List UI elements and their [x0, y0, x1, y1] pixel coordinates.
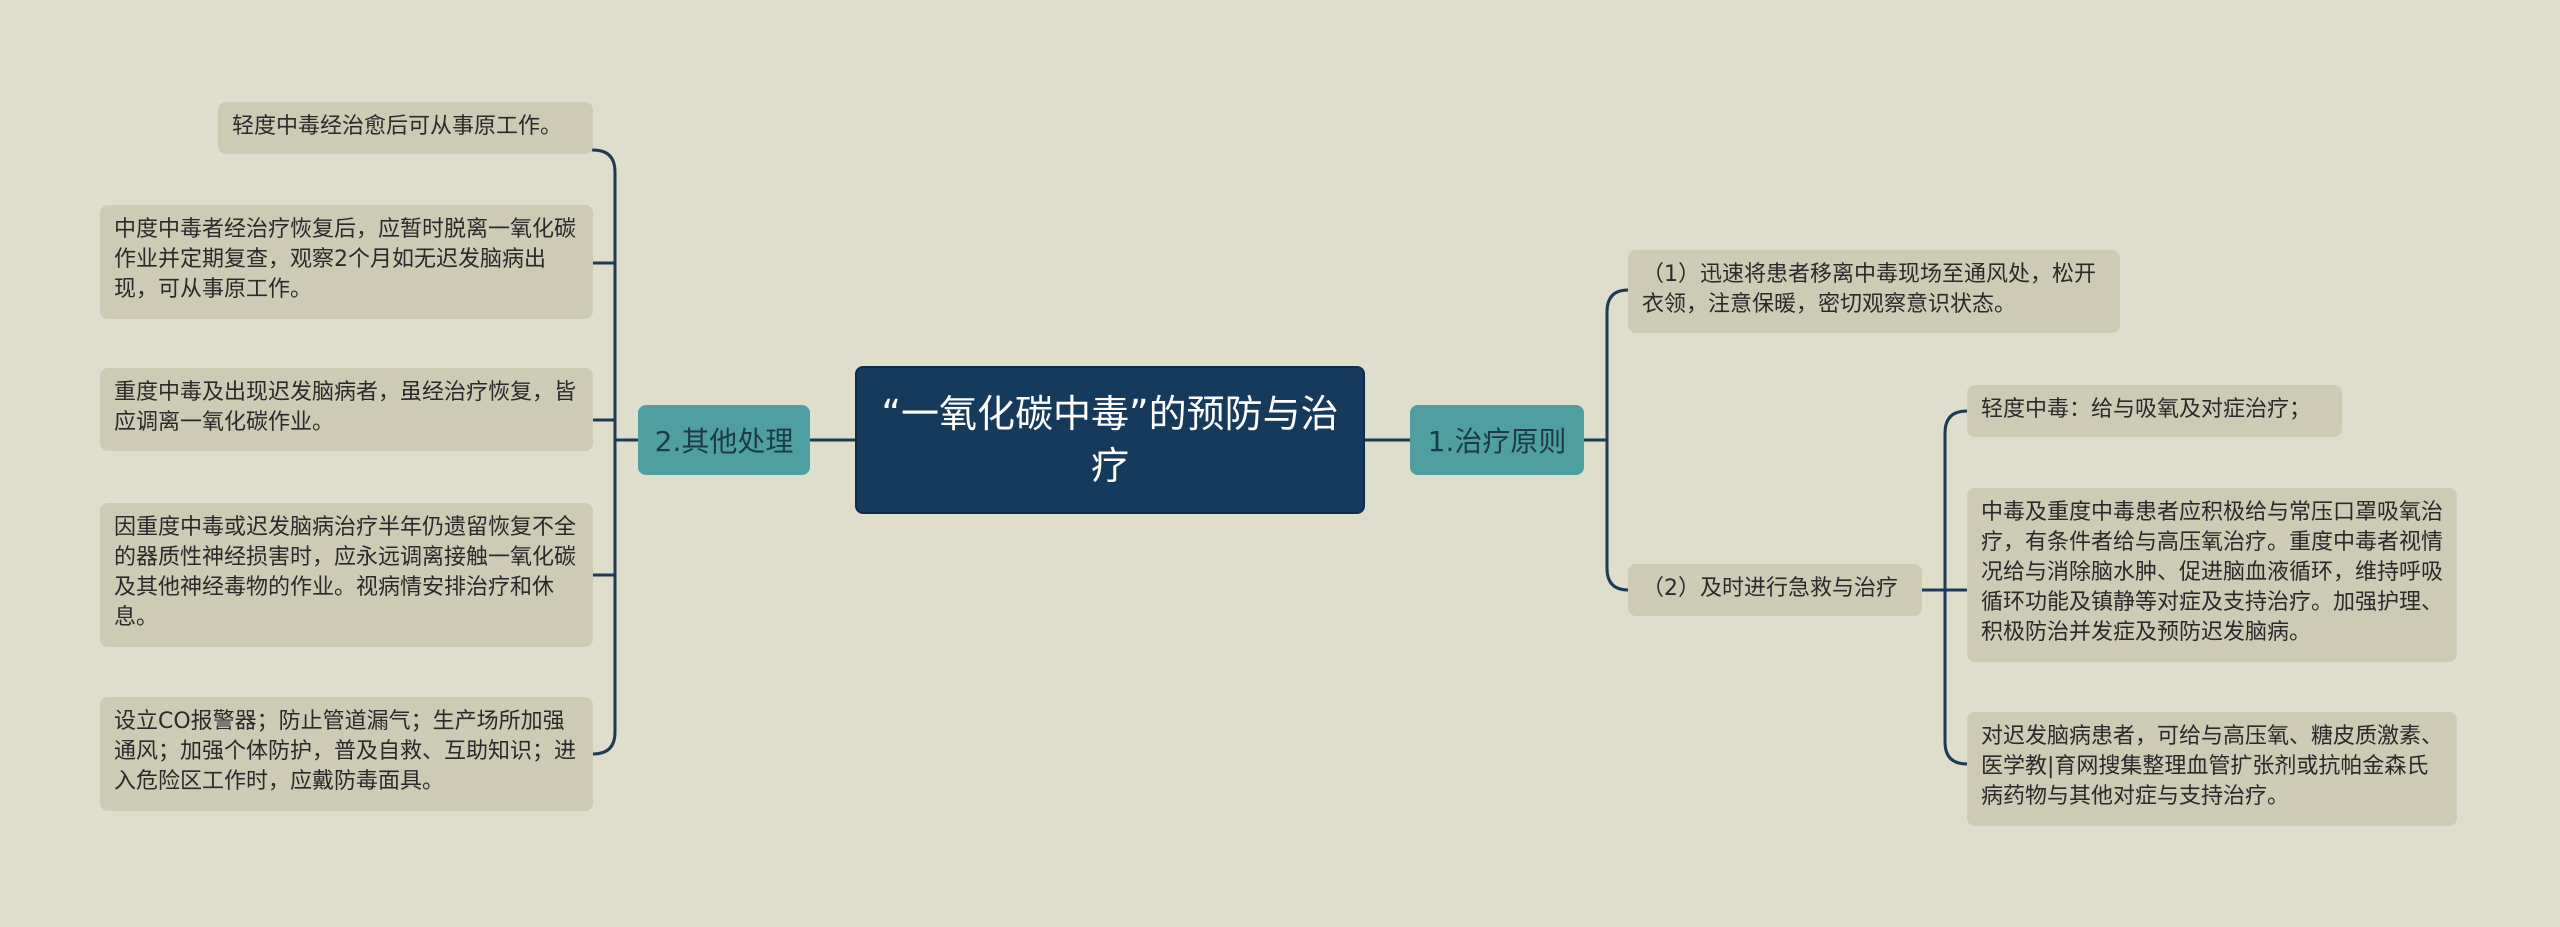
leaf-first-aid[interactable]: （2）及时进行急救与治疗 — [1628, 564, 1922, 616]
leaf-severe-transfer[interactable]: 重度中毒及出现迟发脑病者，虽经治疗恢复，皆应调离一氧化碳作业。 — [100, 368, 593, 451]
leaf-mild-recovery-text: 轻度中毒经治愈后可从事原工作。 — [232, 114, 563, 139]
root-topic-title: “一氧化碳中毒”的预防与治疗 — [881, 392, 1339, 488]
leaf-permanent-transfer[interactable]: 因重度中毒或迟发脑病治疗半年仍遗留恢复不全的器质性神经损害时，应永远调离接触一氧… — [100, 503, 593, 647]
leaf-severe-transfer-text: 重度中毒及出现迟发脑病者，虽经治疗恢复，皆应调离一氧化碳作业。 — [114, 380, 577, 435]
branch-other-handling[interactable]: 2.其他处理 — [638, 405, 810, 475]
leaf-mild-poisoning-text: 轻度中毒：给与吸氧及对症治疗； — [1981, 397, 2312, 422]
branch-treatment-principles[interactable]: 1.治疗原则 — [1410, 405, 1584, 475]
leaf-prevention-text: 设立CO报警器；防止管道漏气；生产场所加强通风；加强个体防护，普及自救、互助知识… — [114, 709, 577, 794]
leaf-severe-poisoning[interactable]: 中毒及重度中毒患者应积极给与常压口罩吸氧治疗，有条件者给与高压氧治疗。重度中毒者… — [1967, 488, 2457, 662]
leaf-mild-recovery[interactable]: 轻度中毒经治愈后可从事原工作。 — [218, 102, 593, 154]
leaf-evacuate[interactable]: （1）迅速将患者移离中毒现场至通风处，松开衣领，注意保暖，密切观察意识状态。 — [1628, 250, 2120, 333]
leaf-first-aid-text: （2）及时进行急救与治疗 — [1642, 576, 1898, 601]
leaf-moderate-recovery-text: 中度中毒者经治疗恢复后，应暂时脱离一氧化碳作业并定期复查，观察2个月如无迟发脑病… — [114, 217, 577, 302]
root-topic[interactable]: “一氧化碳中毒”的预防与治疗 — [855, 366, 1365, 514]
leaf-moderate-recovery[interactable]: 中度中毒者经治疗恢复后，应暂时脱离一氧化碳作业并定期复查，观察2个月如无迟发脑病… — [100, 205, 593, 319]
leaf-evacuate-text: （1）迅速将患者移离中毒现场至通风处，松开衣领，注意保暖，密切观察意识状态。 — [1642, 262, 2096, 317]
leaf-mild-poisoning[interactable]: 轻度中毒：给与吸氧及对症治疗； — [1967, 385, 2342, 437]
leaf-permanent-transfer-text: 因重度中毒或迟发脑病治疗半年仍遗留恢复不全的器质性神经损害时，应永远调离接触一氧… — [114, 515, 577, 630]
leaf-prevention[interactable]: 设立CO报警器；防止管道漏气；生产场所加强通风；加强个体防护，普及自救、互助知识… — [100, 697, 593, 811]
leaf-severe-poisoning-text: 中毒及重度中毒患者应积极给与常压口罩吸氧治疗，有条件者给与高压氧治疗。重度中毒者… — [1981, 500, 2444, 645]
branch-other-handling-label: 2.其他处理 — [654, 425, 794, 458]
leaf-delayed-encephalopathy-text: 对迟发脑病患者，可给与高压氧、糖皮质激素、医学教|育网搜集整理血管扩张剂或抗帕金… — [1981, 724, 2444, 809]
branch-treatment-principles-label: 1.治疗原则 — [1427, 425, 1567, 458]
leaf-delayed-encephalopathy[interactable]: 对迟发脑病患者，可给与高压氧、糖皮质激素、医学教|育网搜集整理血管扩张剂或抗帕金… — [1967, 712, 2457, 826]
